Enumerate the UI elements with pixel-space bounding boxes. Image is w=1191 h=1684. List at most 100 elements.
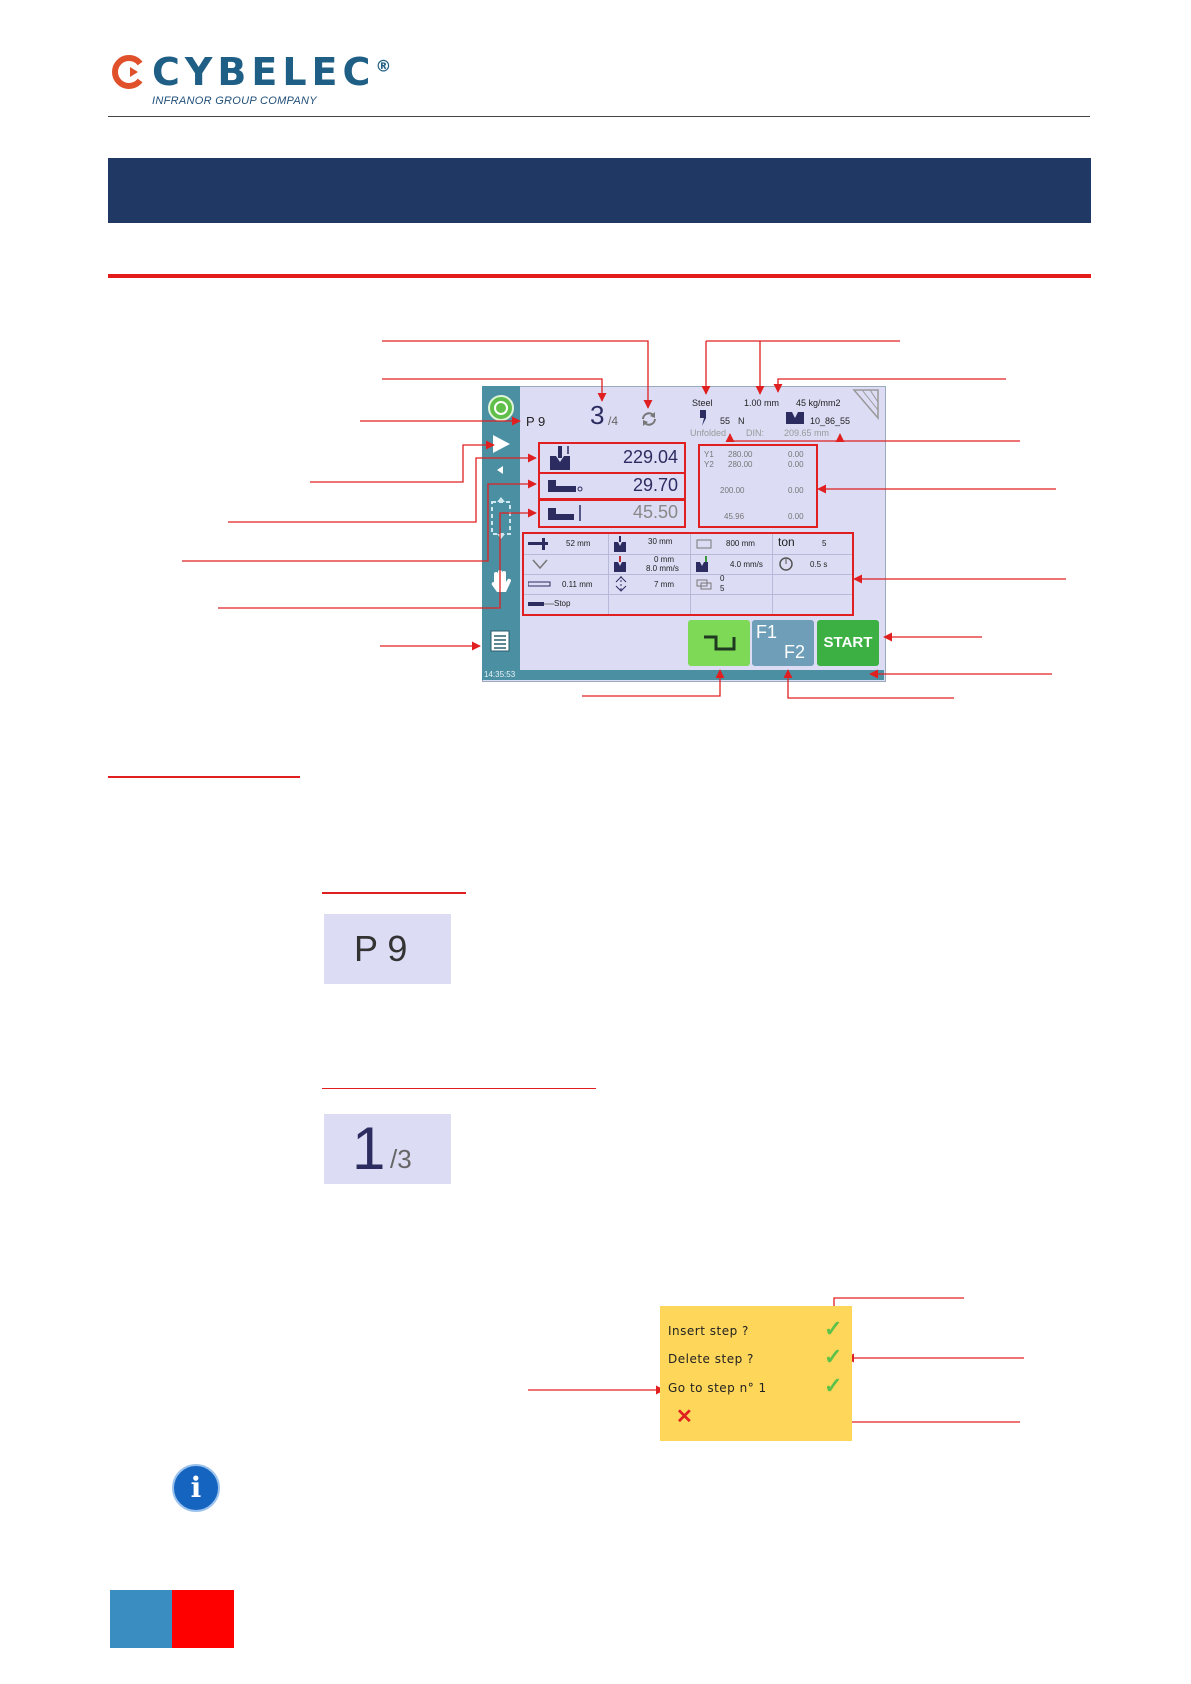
bend-sequence-button[interactable] (688, 620, 750, 666)
hand-icon[interactable] (489, 568, 511, 596)
y2-value: 280.00 (728, 460, 753, 469)
step-action-popup: Insert step ? ✓ Delete step ? ✓ Go to st… (660, 1306, 852, 1441)
correction-box[interactable]: Y1 280.00 0.00 Y2 280.00 0.00 200.00 0.0… (698, 444, 818, 528)
footer-red-block (172, 1590, 234, 1648)
backgauge-r-icon (548, 505, 581, 521)
param-stop: Stop (554, 599, 571, 608)
axis-box-y[interactable]: 229.04 (538, 442, 686, 474)
axis-value-r: 45.50 (632, 502, 678, 522)
param-repeat-b: 5 (720, 584, 725, 593)
mute-icon (614, 556, 626, 572)
param-mute: 0 mm (654, 555, 674, 564)
axis-box-x[interactable]: 29.70 (538, 472, 686, 500)
punch-unit: N (738, 416, 745, 426)
step-number-thumbnail: 1 /3 (324, 1114, 451, 1184)
footer-blue-block (110, 1590, 172, 1648)
punch-value: 55 (720, 416, 731, 426)
opening-icon (614, 536, 626, 552)
ram-axis-icon (550, 446, 570, 470)
subsection-underline-2 (322, 1088, 596, 1089)
param-opening: 30 mm (648, 537, 673, 546)
x-value: 200.00 (720, 486, 745, 495)
logo-wordmark: CYBELEC® (152, 50, 392, 94)
step-thumb-small: /3 (390, 1144, 412, 1174)
resize-frame-icon[interactable] (486, 496, 516, 540)
status-footer (482, 670, 884, 680)
punch-tool-icon (700, 410, 706, 426)
param-repeat-a: 0 (720, 574, 725, 583)
go-to-step-check-icon[interactable]: ✓ (824, 1373, 843, 1398)
din-value: 209.65 mm (784, 428, 830, 438)
retract-icon (528, 581, 551, 587)
param-retract: 0.11 mm (562, 580, 593, 589)
material-label: Steel (692, 398, 713, 408)
din-label: DIN: (746, 428, 764, 438)
menu-list-icon[interactable] (489, 630, 511, 652)
timer-icon (779, 557, 793, 571)
step-current: 3 (590, 400, 605, 430)
param-flange: 52 mm (566, 539, 591, 548)
backgauge-x-icon (548, 480, 583, 492)
title-banner (108, 158, 1091, 223)
bend-angle-icon (532, 559, 548, 570)
die-tool-icon (786, 412, 804, 424)
logo-subtitle: INFRANOR GROUP COMPANY (152, 95, 317, 107)
home-icon[interactable] (487, 394, 515, 422)
param-dwell: 0.5 s (810, 560, 828, 569)
y2-correction: 0.00 (788, 460, 804, 469)
strength-label: 45 kg/mm2 (796, 398, 841, 408)
corner-page-icon[interactable] (852, 388, 880, 420)
section-divider (108, 274, 1091, 278)
program-thumb-text: P 9 (354, 928, 408, 969)
info-icon: i (172, 1464, 220, 1512)
stop-icon (528, 602, 554, 606)
refresh-icon[interactable] (640, 410, 658, 428)
flange-icon (528, 538, 548, 550)
r-value: 45.96 (724, 512, 745, 521)
clock-readout: 14:35:53 (484, 670, 516, 679)
back-arrow-icon[interactable] (494, 464, 506, 476)
y1-label: Y1 (704, 450, 714, 459)
param-ton-value: 5 (822, 539, 827, 548)
step-thumb-big: 1 (352, 1115, 386, 1182)
axis-box-r[interactable]: 45.50 (538, 499, 686, 528)
cybelec-logo-icon (112, 55, 146, 89)
close-icon[interactable]: ✕ (676, 1406, 693, 1428)
step-total: /4 (608, 414, 619, 428)
program-number: P 9 (526, 414, 546, 429)
delete-step-check-icon[interactable]: ✓ (824, 1344, 843, 1369)
f1-f2-button[interactable]: F1 F2 (752, 620, 814, 666)
unfolded-label: Unfolded (690, 428, 727, 438)
param-decompression: 7 mm (654, 580, 674, 589)
program-number-thumbnail: P 9 (324, 914, 451, 984)
f2-label: F2 (784, 642, 806, 662)
param-ton-label: ton (778, 535, 795, 549)
parameter-grid[interactable]: 52 mm 30 mm 800 mm ton 5 0 mm 8.0 mm/s 4… (522, 532, 854, 616)
x-correction: 0.00 (788, 486, 804, 495)
return-speed-icon (696, 556, 708, 572)
r-correction: 0.00 (788, 512, 804, 521)
bend-profile-icon (704, 635, 736, 651)
y1-correction: 0.00 (788, 450, 804, 459)
subsection-underline-1 (322, 892, 466, 894)
length-icon (696, 539, 712, 549)
param-length: 800 mm (726, 539, 755, 548)
insert-step-check-icon[interactable]: ✓ (824, 1316, 843, 1341)
delete-step-label: Delete step ? (668, 1352, 754, 1366)
decompression-icon (615, 576, 627, 592)
thickness-label: 1.00 mm (744, 398, 780, 408)
y1-value: 280.00 (728, 450, 753, 459)
f1-label: F1 (756, 622, 778, 642)
go-to-step-label: Go to step n° 1 (668, 1381, 767, 1395)
param-speed: 8.0 mm/s (646, 564, 679, 573)
repeat-icon (696, 579, 712, 590)
insert-step-label: Insert step ? (668, 1324, 749, 1338)
header-divider (108, 116, 1090, 117)
start-button[interactable]: START (817, 620, 879, 666)
die-value: 10_86_55 (810, 416, 851, 426)
param-return-speed: 4.0 mm/s (730, 560, 763, 569)
play-icon[interactable] (489, 432, 513, 456)
axis-value-x: 29.70 (632, 475, 678, 495)
axis-value-y: 229.04 (622, 447, 678, 467)
